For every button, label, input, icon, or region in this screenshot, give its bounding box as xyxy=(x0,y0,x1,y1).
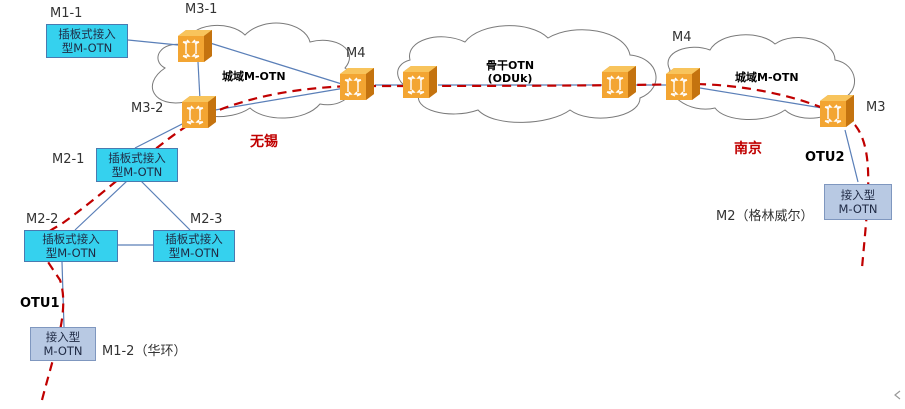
optical-switch-icon xyxy=(339,67,375,101)
optical-switch-icon xyxy=(819,94,855,128)
device-m1-1[interactable]: 插板式接入 型M-OTN xyxy=(46,24,128,58)
router-m3[interactable] xyxy=(819,94,855,128)
link-m3-1-m4 xyxy=(209,42,346,86)
link-m1-1-m3-1 xyxy=(127,39,179,46)
label-m3-1: M3-1 xyxy=(185,2,218,17)
link-m3-1-m3-2 xyxy=(197,61,201,101)
label-m3: M3 xyxy=(866,100,886,115)
link-m3-2-m2-1 xyxy=(134,119,191,149)
router-backbone-right[interactable] xyxy=(601,65,637,99)
label-otu2: OTU2 xyxy=(805,150,845,165)
link-m4-m3 xyxy=(699,87,823,109)
optical-switch-icon xyxy=(601,65,637,99)
label-backbone: 骨干OTN (ODUk) xyxy=(486,59,535,85)
label-metro-left: 城域M-OTN xyxy=(222,70,286,83)
router-m4-right[interactable] xyxy=(665,67,701,101)
optical-switch-icon xyxy=(665,67,701,101)
link-m3-m2 xyxy=(844,129,859,183)
router-m3-2[interactable] xyxy=(181,95,217,129)
label-otu1: OTU1 xyxy=(20,296,60,311)
label-m4-left: M4 xyxy=(346,46,366,61)
label-m1-1: M1-1 xyxy=(50,6,83,21)
arrow-icon xyxy=(894,390,901,400)
label-metro-right: 城域M-OTN xyxy=(735,71,799,84)
label-m2: M2（格林威尔） xyxy=(716,209,814,224)
device-m2-2[interactable]: 插板式接入 型M-OTN xyxy=(24,230,118,262)
metro-cloud-right xyxy=(667,34,856,120)
router-m4-left[interactable] xyxy=(339,67,375,101)
device-m2-1[interactable]: 插板式接入 型M-OTN xyxy=(96,148,178,182)
optical-switch-icon xyxy=(402,65,438,99)
link-m2-1-m2-2 xyxy=(74,179,129,231)
router-backbone-left[interactable] xyxy=(402,65,438,99)
link-m2-1-m2-3 xyxy=(139,179,191,231)
device-m1-2[interactable]: 接入型 M-OTN xyxy=(30,327,96,361)
label-m4-right: M4 xyxy=(672,30,692,45)
backbone-cloud xyxy=(397,25,657,123)
label-nanjing: 南京 xyxy=(734,141,762,157)
link-m3-2-m4 xyxy=(214,87,346,111)
label-m3-2: M3-2 xyxy=(131,101,164,116)
label-m2-3: M2-3 xyxy=(190,212,223,227)
device-m2[interactable]: 接入型 M-OTN xyxy=(824,184,892,220)
label-m2-1: M2-1 xyxy=(52,152,85,167)
optical-switch-icon xyxy=(181,95,217,129)
device-m2-3[interactable]: 插板式接入 型M-OTN xyxy=(153,230,235,262)
router-m3-1[interactable] xyxy=(177,29,213,63)
label-m1-2: M1-2（华环） xyxy=(102,344,187,359)
label-wuxi: 无锡 xyxy=(250,134,278,150)
label-m2-2: M2-2 xyxy=(26,212,59,227)
optical-switch-icon xyxy=(177,29,213,63)
